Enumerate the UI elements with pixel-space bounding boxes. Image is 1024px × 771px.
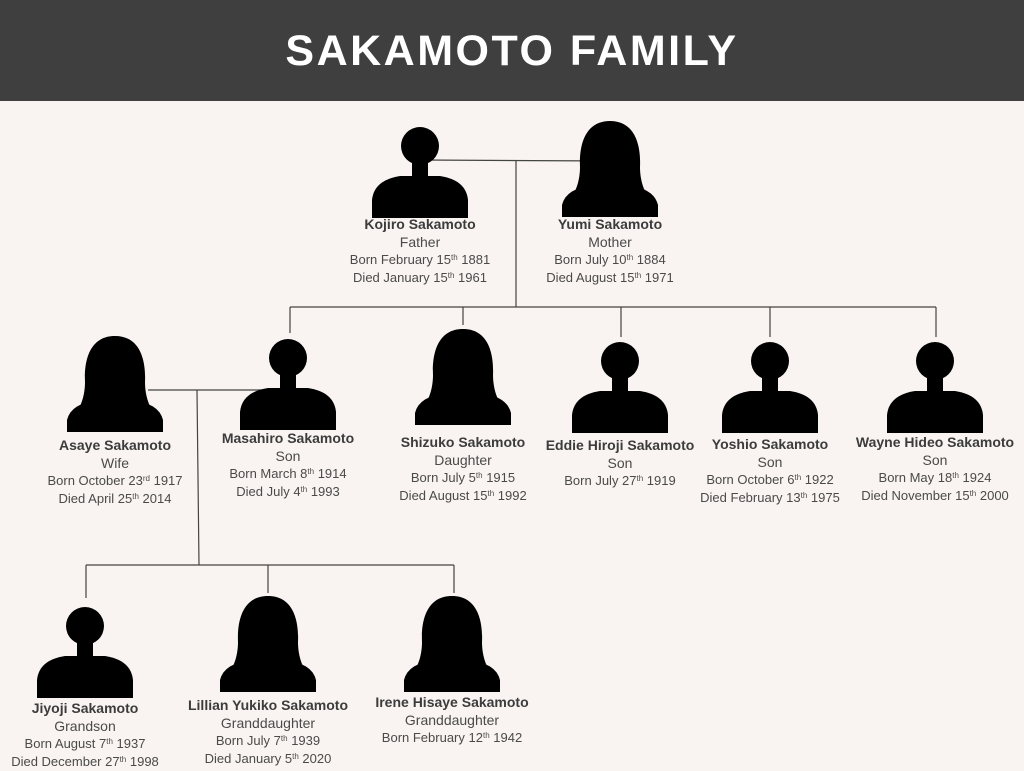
female-silhouette-icon [220, 596, 316, 692]
person-name: Wayne Hideo Sakamoto [855, 434, 1015, 450]
person-name: Kojiro Sakamoto [364, 216, 476, 232]
person-role: Daughter [434, 452, 492, 468]
header-bar: SAKAMOTO FAMILY [0, 0, 1024, 101]
person-role: Mother [588, 234, 632, 250]
person-name: Irene Hisaye Sakamoto [375, 694, 529, 710]
person-role: Son [607, 455, 633, 471]
person-role: Wife [101, 455, 129, 471]
female-silhouette-icon [415, 329, 511, 425]
person-name: Jiyoji Sakamoto [31, 700, 139, 716]
female-silhouette-icon [404, 596, 500, 692]
person-died-date: Died July 4th 1993 [236, 484, 340, 499]
person-died-date: Died January 15th 1961 [353, 270, 487, 285]
person-role: Son [275, 448, 301, 464]
person-died-date: Died November 15th 2000 [861, 488, 1009, 503]
person-name: Yumi Sakamoto [557, 216, 663, 232]
person-born-date: Born July 5th 1915 [410, 470, 516, 485]
person-died-date: Died December 27th 1998 [11, 754, 159, 769]
male-silhouette-icon [372, 127, 468, 218]
person-died-date: Died January 5th 2020 [204, 751, 332, 766]
person-name: Shizuko Sakamoto [400, 434, 526, 450]
male-silhouette-icon [572, 342, 668, 433]
person-name: Masahiro Sakamoto [221, 430, 355, 446]
person-died-date: Died February 13th 1975 [700, 490, 840, 505]
person-died-date: Died August 15th 1992 [399, 488, 527, 503]
person-born-date: Born February 12th 1942 [381, 730, 523, 745]
person-died-date: Died April 25th 2014 [58, 491, 172, 506]
person-born-date: Born July 27th 1919 [564, 473, 676, 488]
person-role: Son [922, 452, 948, 468]
person-born-date: Born August 7th 1937 [24, 736, 146, 751]
male-silhouette-icon [722, 342, 818, 433]
person-role: Father [399, 234, 441, 250]
page-title: SAKAMOTO FAMILY [285, 27, 739, 75]
person-born-date: Born May 18th 1924 [878, 470, 992, 485]
person-died-date: Died August 15th 1971 [546, 270, 674, 285]
person-role: Son [757, 454, 783, 470]
person-born-date: Born July 7th 1939 [215, 733, 321, 748]
person-name: Yoshio Sakamoto [711, 436, 829, 452]
female-silhouette-icon [67, 336, 163, 432]
person-born-date: Born July 10th 1884 [554, 252, 666, 267]
person-born-date: Born October 6th 1922 [706, 472, 834, 487]
person-born-date: Born February 15th 1881 [349, 252, 491, 267]
connector-couple-down [196, 389, 200, 566]
person-name: Asaye Sakamoto [58, 437, 172, 453]
person-role: Granddaughter [220, 715, 316, 731]
male-silhouette-icon [37, 607, 133, 698]
female-silhouette-icon [562, 121, 658, 217]
person-role: Granddaughter [404, 712, 500, 728]
person-born-date: Born October 23rd 1917 [47, 473, 183, 488]
connector-parents [419, 159, 611, 162]
person-born-date: Born March 8th 1914 [229, 466, 347, 481]
person-name: Lillian Yukiko Sakamoto [187, 697, 348, 713]
male-silhouette-icon [887, 342, 983, 433]
person-name: Eddie Hiroji Sakamoto [545, 437, 695, 453]
person-role: Grandson [54, 718, 116, 734]
male-silhouette-icon [240, 339, 336, 430]
